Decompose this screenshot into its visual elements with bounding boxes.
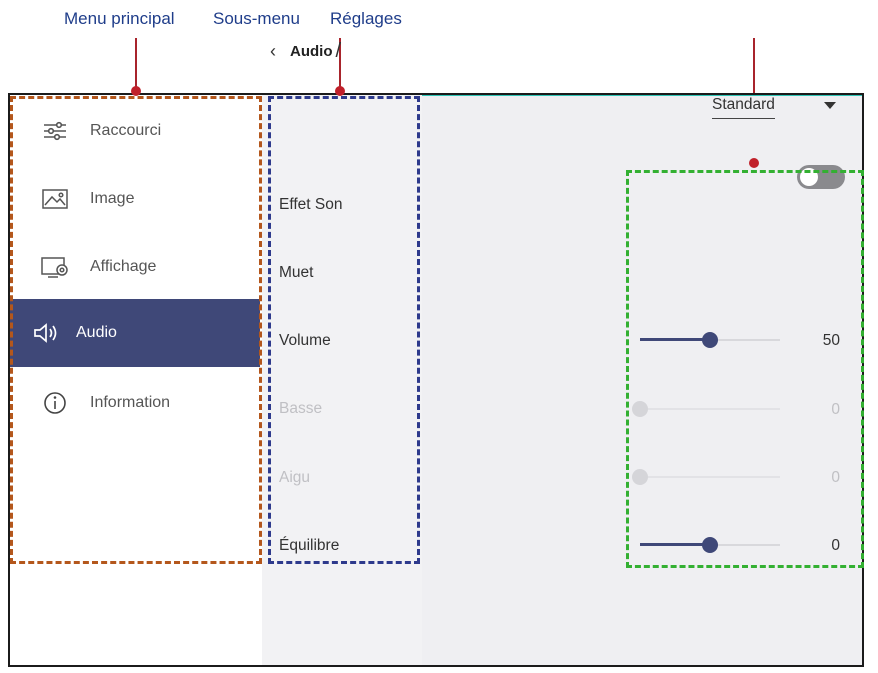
main-menu-item-affichage[interactable]: Affichage [10, 233, 260, 301]
annotation-sub-menu: Sous-menu [213, 9, 300, 28]
chevron-left-icon[interactable]: ‹ [270, 41, 276, 61]
sliders-icon [40, 119, 70, 143]
main-menu-item-information[interactable]: Information [10, 369, 260, 437]
main-menu-item-image[interactable]: Image [10, 165, 260, 233]
main-menu-item-label: Raccourci [90, 122, 162, 139]
slider-thumb[interactable] [702, 332, 718, 348]
sub-menu-title: Audio [290, 43, 333, 60]
screen-top-accent [10, 95, 862, 96]
slider-fill [640, 543, 710, 546]
slider-fill [640, 338, 710, 341]
settings-annotation-box [626, 170, 864, 568]
treble-slider [632, 469, 780, 485]
main-menu-annotation-box [10, 96, 262, 564]
sound-effect-dropdown[interactable]: Standard [712, 92, 850, 122]
main-menu-item-label: Information [90, 394, 171, 411]
annotation-main-menu: Menu principal [64, 9, 175, 28]
balance-slider[interactable] [640, 537, 780, 553]
sub-menu-item-muet[interactable]: Muet [279, 264, 314, 281]
main-menu-item-label: Affichage [90, 258, 157, 275]
display-settings-icon [40, 255, 70, 279]
sound-effect-value: Standard [712, 96, 775, 119]
slider-thumb[interactable] [702, 537, 718, 553]
sub-menu-panel [262, 95, 422, 665]
pin-dot-main [131, 86, 141, 96]
pin-line-main [135, 38, 137, 90]
sub-menu-item-volume[interactable]: Volume [279, 332, 331, 349]
sub-menu-annotation-box [268, 96, 420, 564]
slider-track [640, 476, 780, 478]
slider-track [640, 408, 780, 410]
sub-menu-item-aigu: Aigu [279, 469, 311, 486]
bass-value: 0 [831, 401, 840, 418]
slider-thumb [632, 401, 648, 417]
speaker-icon [32, 321, 62, 345]
pin-dot-settings [749, 158, 759, 168]
main-menu-item-raccourci[interactable]: Raccourci [10, 97, 260, 165]
main-menu-item-label: Image [90, 190, 135, 207]
pin-line-sub [339, 38, 341, 90]
sub-menu-item-basse: Basse [279, 400, 323, 417]
cursor-mark: / [335, 40, 342, 62]
volume-value: 50 [822, 332, 840, 349]
main-menu-item-label: Audio [76, 324, 117, 341]
annotation-settings: Réglages [330, 9, 402, 28]
pin-dot-sub [335, 86, 345, 96]
bass-slider [632, 401, 780, 417]
slider-thumb [632, 469, 648, 485]
main-menu-item-audio[interactable]: Audio [10, 299, 260, 367]
sub-menu-item-equilibre[interactable]: Équilibre [279, 537, 340, 554]
sub-menu-item-effet-son[interactable]: Effet Son [279, 196, 343, 213]
picture-icon [40, 187, 70, 211]
info-icon [40, 391, 70, 415]
sub-menu-header: ‹ Audio / [270, 40, 341, 63]
treble-value: 0 [831, 469, 840, 486]
volume-slider[interactable] [640, 332, 780, 348]
caret-down-icon [824, 102, 836, 109]
balance-value: 0 [831, 537, 840, 554]
